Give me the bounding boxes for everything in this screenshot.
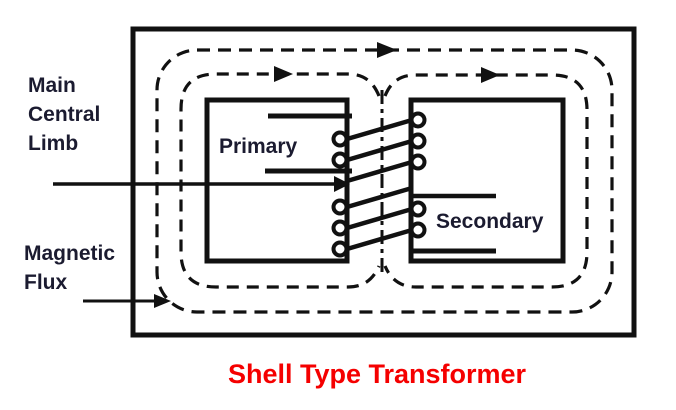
flux-direction-arrowhead-icon xyxy=(377,42,397,58)
flux-direction-arrowhead-icon xyxy=(481,67,500,83)
right-core-window xyxy=(408,97,566,264)
label-pointer-arrowhead-icon xyxy=(154,294,171,308)
right-flux-loop xyxy=(383,73,589,289)
main-central-limb-pointer xyxy=(53,176,350,192)
magnetic-flux-pointer xyxy=(83,294,171,308)
label-magnetic-flux: Magnetic Flux xyxy=(24,242,116,294)
label-pointer-arrowhead-icon xyxy=(334,176,350,192)
left-flux-loop xyxy=(179,72,381,289)
diagram-title: Shell Type Transformer xyxy=(227,359,527,389)
outer-flux-loop xyxy=(155,48,614,314)
label-main-central-limb: Main Central Limb xyxy=(28,74,101,155)
label-primary-winding: Primary xyxy=(219,135,298,158)
flux-direction-arrowhead-icon xyxy=(274,66,293,82)
core-outer-boundary xyxy=(130,26,637,338)
left-core-window xyxy=(204,97,350,264)
central-limb-coil-winding xyxy=(331,111,427,258)
label-secondary-winding: Secondary xyxy=(436,210,544,233)
